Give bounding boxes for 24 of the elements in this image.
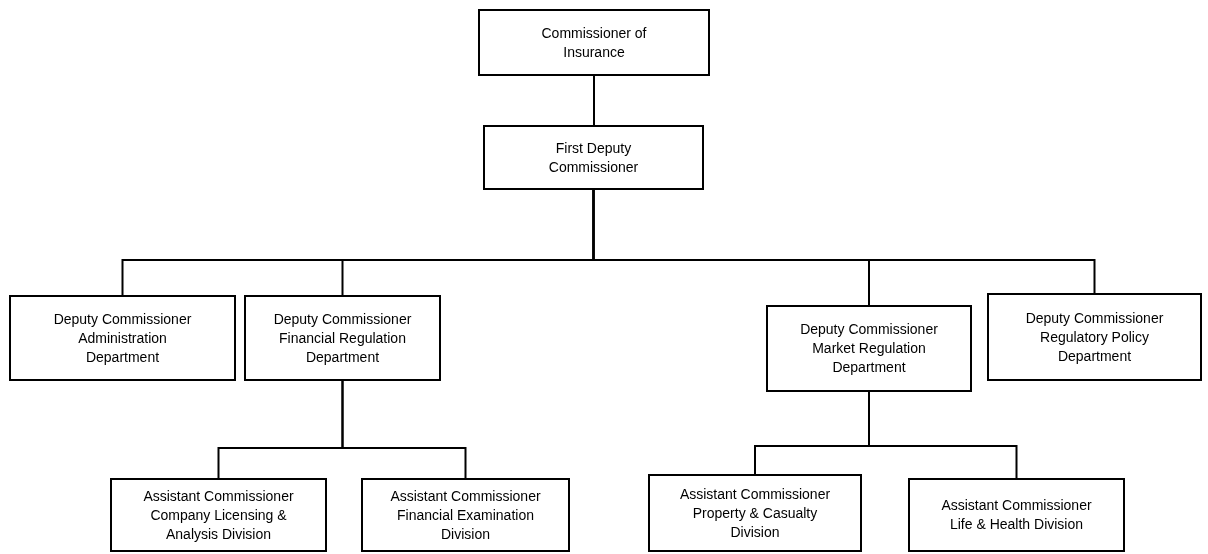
position-title: Assistant Commissioner Life & Health Division	[940, 496, 1093, 534]
connector-line	[868, 391, 1018, 479]
position-box	[361, 478, 570, 552]
position-box	[110, 478, 327, 552]
position-title: Deputy Commissioner Administration Department	[52, 309, 193, 367]
position-box	[648, 474, 862, 552]
position-title: First Deputy Commissioner	[547, 138, 640, 177]
position-box	[478, 9, 710, 76]
connector-line	[593, 75, 595, 126]
position-title: Commissioner of Insurance	[540, 23, 648, 62]
position-box	[987, 293, 1202, 381]
position-title: Deputy Commissioner Market Regulation Department	[799, 320, 939, 377]
position-title: Deputy Commissioner Regulatory Policy Department	[1024, 308, 1165, 366]
position-box	[766, 305, 972, 392]
position-box	[9, 295, 236, 381]
position-title: Assistant Commissioner Company Licensing & Analysis Division	[142, 486, 295, 544]
connector-line	[592, 189, 1096, 294]
position-box	[244, 295, 441, 381]
position-title: Assistant Commissioner Financial Examination Division	[389, 486, 542, 544]
position-title: Deputy Commissioner Financial Regulation Department	[272, 309, 413, 367]
position-box	[908, 478, 1125, 552]
position-box	[483, 125, 704, 190]
connector-line	[341, 380, 467, 479]
position-title: Assistant Commissioner Property & Casualty Division	[678, 484, 832, 542]
